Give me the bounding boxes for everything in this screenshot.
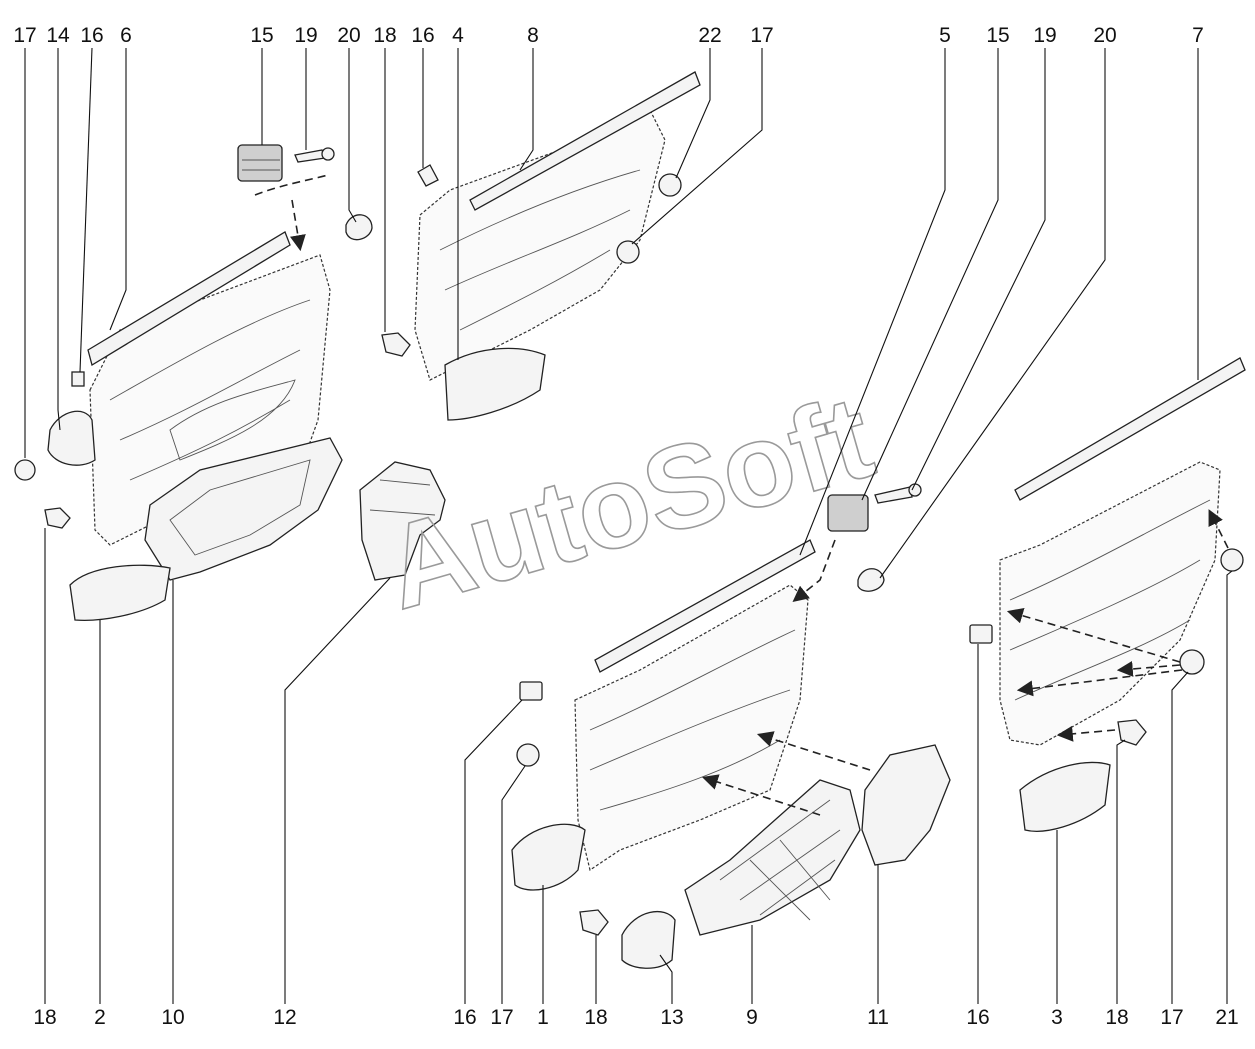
switch-unit-15-center: [827, 494, 869, 532]
leader-lines: [24, 47, 1233, 1004]
clip-20-center: [857, 568, 885, 592]
armrest-cover-12: [359, 461, 446, 581]
callout-8: 8: [527, 24, 539, 47]
cap-17-left: [14, 459, 36, 481]
speaker-grille-3: [1019, 761, 1111, 832]
cap-21: [1220, 548, 1244, 572]
speaker-grille-2: [69, 564, 171, 621]
door-handle-bezel-10: [144, 437, 343, 581]
callout-16: 16: [966, 1006, 989, 1029]
door-pocket-9: [684, 779, 861, 936]
clip-20-left: [345, 214, 373, 241]
callout-2: 2: [94, 1006, 106, 1029]
callout-18: 18: [584, 1006, 607, 1029]
callout-17: 17: [1160, 1006, 1183, 1029]
fastener-18-center: [579, 909, 609, 936]
callout-3: 3: [1051, 1006, 1063, 1029]
callout-18: 18: [33, 1006, 56, 1029]
callout-20: 20: [337, 24, 360, 47]
switch-unit-15-left: [237, 144, 283, 182]
callout-7: 7: [1192, 24, 1204, 47]
speaker-grille-4: [444, 347, 546, 421]
gasket-14: [47, 410, 96, 466]
callout-18: 18: [1105, 1006, 1128, 1029]
gasket-13: [621, 911, 676, 969]
callout-9: 9: [746, 1006, 758, 1029]
callout-15: 15: [986, 24, 1009, 47]
speaker-grille-1: [511, 823, 586, 891]
callout-17: 17: [13, 24, 36, 47]
clip-16-center: [519, 681, 543, 701]
callout-1: 1: [537, 1006, 549, 1029]
callout-12: 12: [273, 1006, 296, 1029]
callout-18: 18: [373, 24, 396, 47]
screw-19-left: [294, 147, 335, 163]
rear-door-trim-panel-right: [999, 461, 1221, 746]
callouts-top: 17 14 16 6 15 19 20 18 16 4 8 22 17 5 15…: [13, 24, 1204, 47]
callouts-bottom: 18 2 10 12 16 17 1 18 13 9 11 16 3 18 17…: [33, 1006, 1238, 1029]
callout-4: 4: [452, 24, 464, 47]
callout-21: 21: [1215, 1006, 1238, 1029]
front-door-trim-panel-center: [574, 584, 809, 871]
callout-16: 16: [411, 24, 434, 47]
clip-16-top: [417, 164, 439, 187]
callout-17: 17: [490, 1006, 513, 1029]
window-seal-strip-5: [594, 539, 816, 673]
callout-16: 16: [80, 24, 103, 47]
cap-17-center: [516, 743, 540, 767]
fastener-18-left: [44, 507, 71, 529]
callout-14: 14: [46, 24, 70, 47]
cap-17-top: [616, 240, 640, 264]
callout-15: 15: [250, 24, 273, 47]
callout-22: 22: [698, 24, 721, 47]
callout-19: 19: [294, 24, 317, 47]
cap-22: [658, 173, 682, 197]
armrest-cover-11: [861, 744, 951, 866]
clip-16-right: [969, 624, 993, 644]
callout-13: 13: [660, 1006, 683, 1029]
callout-17: 17: [750, 24, 773, 47]
fastener-18-right: [1117, 719, 1147, 746]
callout-6: 6: [120, 24, 132, 47]
cap-17-right: [1179, 649, 1205, 675]
clip-16-left: [71, 371, 85, 387]
callout-11: 11: [867, 1006, 889, 1029]
window-seal-strip-6: [87, 231, 291, 367]
callout-19: 19: [1033, 24, 1056, 47]
window-seal-strip-8: [469, 71, 701, 211]
callout-10: 10: [161, 1006, 184, 1029]
rear-door-trim-panel: [414, 109, 666, 381]
callout-16: 16: [453, 1006, 476, 1029]
window-seal-strip-7: [1014, 357, 1246, 501]
callout-5: 5: [939, 24, 951, 47]
fastener-18-top: [381, 332, 411, 357]
callout-20: 20: [1093, 24, 1116, 47]
